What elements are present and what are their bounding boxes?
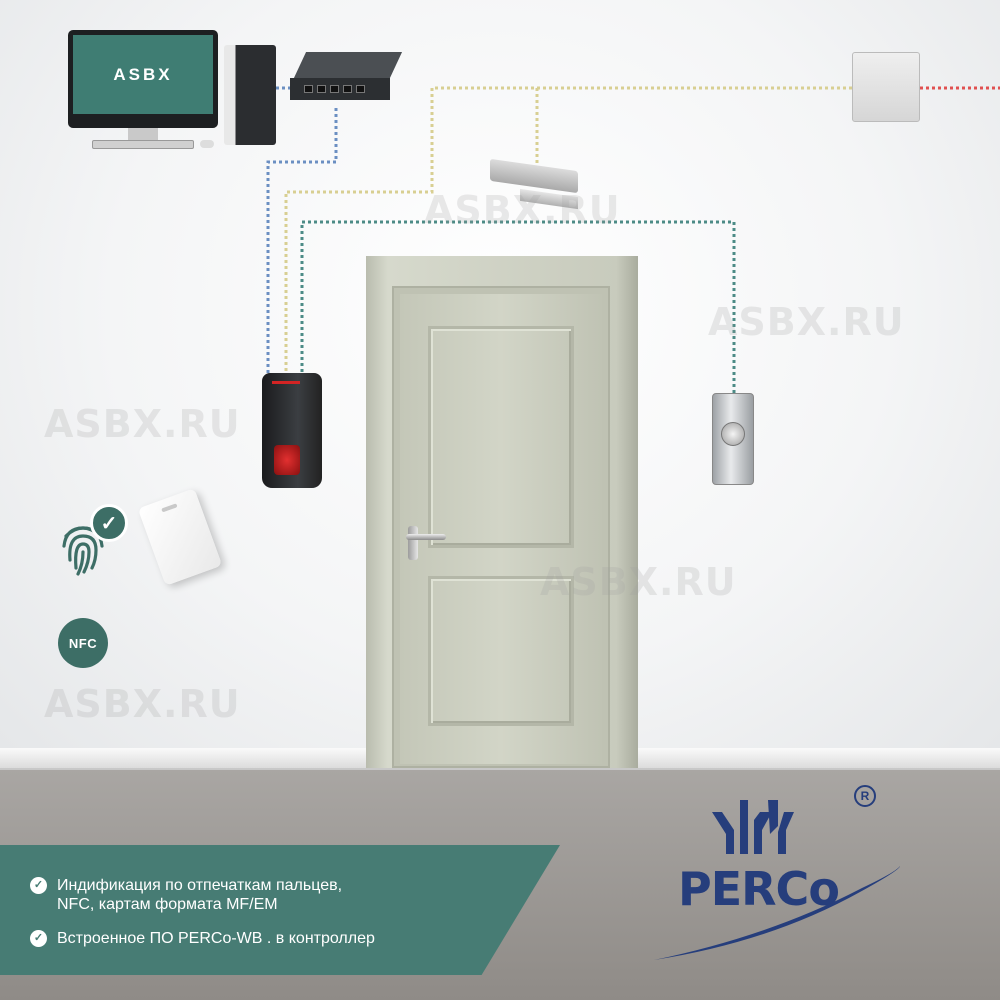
check-circle-icon: ✓ bbox=[30, 930, 47, 947]
info-text: Встроенное ПО PERCo-WB . в контроллер bbox=[57, 930, 375, 947]
power-supply-unit bbox=[852, 52, 920, 122]
switch-top bbox=[293, 52, 403, 78]
registered-trademark-icon: R bbox=[854, 785, 876, 807]
exit-button bbox=[712, 393, 754, 485]
switch-port bbox=[343, 85, 352, 93]
watermark: ASBX.RU bbox=[424, 188, 621, 232]
door-frame-inner bbox=[392, 286, 610, 768]
perco-logo: R PERCo bbox=[650, 782, 910, 977]
watermark: ASBX.RU bbox=[44, 402, 241, 446]
switch-port bbox=[317, 85, 326, 93]
monitor-stand bbox=[128, 128, 158, 140]
rfid-card-slot bbox=[161, 503, 178, 513]
exit-button-push bbox=[721, 422, 745, 446]
switch-front bbox=[290, 78, 390, 100]
nfc-label: NFC bbox=[68, 635, 98, 651]
mouse bbox=[200, 140, 214, 148]
monitor: ASBX bbox=[68, 30, 218, 128]
fingerprint-reader bbox=[262, 373, 322, 488]
watermark: ASBX.RU bbox=[708, 300, 905, 344]
watermark: ASBX.RU bbox=[540, 560, 737, 604]
info-text: Индификация по отпечаткам пальцев, NFC, … bbox=[57, 877, 343, 913]
reader-led bbox=[272, 381, 300, 384]
perco-logo-mark bbox=[712, 800, 794, 854]
door-frame bbox=[366, 256, 638, 768]
cable-switch-reader-blue bbox=[262, 108, 338, 402]
perco-logo-text: PERCo bbox=[678, 862, 840, 916]
door-panel-bottom bbox=[428, 576, 574, 726]
check-icon: ✓ bbox=[90, 504, 128, 542]
door-handle bbox=[406, 534, 446, 540]
switch-port bbox=[330, 85, 339, 93]
keyboard bbox=[92, 140, 194, 149]
info-item: ✓ Встроенное ПО PERCo-WB . в контроллер bbox=[30, 929, 375, 948]
info-band bbox=[0, 845, 560, 975]
switch-port bbox=[304, 85, 313, 93]
door bbox=[400, 294, 602, 764]
cable-psu-reader-yellow bbox=[284, 86, 852, 380]
monitor-screen: ASBX bbox=[73, 35, 213, 114]
switch-port bbox=[356, 85, 365, 93]
pc-tower bbox=[224, 45, 276, 145]
reader-fingerprint-sensor bbox=[274, 445, 300, 475]
cable-exit-reader-teal bbox=[300, 220, 736, 393]
door-panel-top bbox=[428, 326, 574, 548]
network-switch bbox=[290, 52, 403, 108]
nfc-icon: NFC bbox=[58, 618, 114, 670]
info-item: ✓ Индификация по отпечаткам пальцев, NFC… bbox=[30, 876, 342, 914]
perco-logo-swoosh bbox=[654, 866, 900, 960]
watermark: ASBX.RU bbox=[44, 682, 241, 726]
monitor-logo-text: ASBX bbox=[113, 64, 173, 84]
nfc-badge: NFC bbox=[58, 618, 108, 668]
door-handle-rose bbox=[408, 526, 418, 560]
check-circle-icon: ✓ bbox=[30, 877, 47, 894]
